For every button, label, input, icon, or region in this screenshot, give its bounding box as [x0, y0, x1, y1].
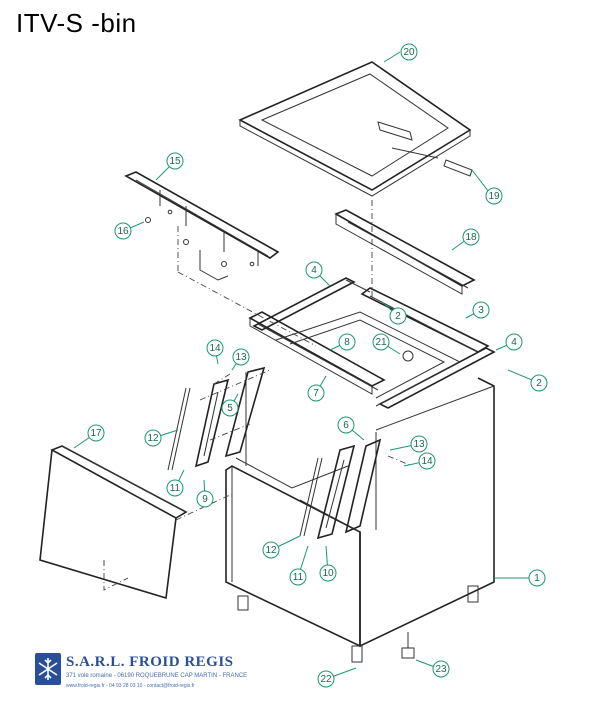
- part-drain: [401, 632, 415, 659]
- callout-5: 5: [221, 399, 239, 417]
- callout-label: 12: [147, 433, 159, 444]
- part-hinge-right: [299, 438, 382, 540]
- part-front-rail: [334, 209, 476, 295]
- callout-label: 17: [90, 428, 102, 439]
- callout-1: 1: [528, 569, 546, 587]
- callout-label: 12: [265, 545, 277, 556]
- callout-13: 13: [410, 435, 428, 453]
- callout-21: 21: [372, 333, 390, 351]
- snowflake-logo-icon: [35, 653, 61, 685]
- callout-6: 6: [337, 416, 355, 434]
- callout-label: 9: [202, 494, 208, 505]
- callout-label: 15: [169, 156, 181, 167]
- callout-label: 5: [227, 403, 233, 414]
- part-lid: [238, 61, 473, 197]
- part-rear-bracket: [124, 171, 280, 281]
- callout-label: 10: [322, 568, 334, 579]
- callout-label: 14: [209, 343, 221, 354]
- company-contact: www.froid-regis.fr - 04 93 28 03 10 - co…: [66, 683, 195, 689]
- callout-12: 12: [144, 429, 162, 447]
- part-cabinet: [225, 311, 495, 663]
- callout-17: 17: [87, 424, 105, 442]
- callout-label: 11: [170, 483, 181, 494]
- callout-8: 8: [338, 333, 356, 351]
- callout-label: 22: [320, 674, 332, 685]
- callout-label: 13: [235, 352, 247, 363]
- callout-label: 11: [293, 572, 304, 583]
- part-hinge-left: [167, 366, 266, 471]
- callout-7: 7: [307, 384, 325, 402]
- callout-22: 22: [317, 670, 335, 688]
- callout-11: 11: [166, 479, 184, 497]
- callout-3: 3: [472, 301, 490, 319]
- callout-12: 12: [262, 541, 280, 559]
- callout-label: 7: [313, 388, 319, 399]
- callout-label: 19: [488, 191, 500, 202]
- part-door-panel: [39, 445, 188, 600]
- callout-label: 18: [465, 232, 477, 243]
- drawing-title: ITV-S -bin: [16, 8, 137, 38]
- callout-label: 6: [343, 420, 349, 431]
- company-name: S.A.R.L. FROID REGIS: [66, 654, 234, 670]
- callout-label: 4: [511, 337, 517, 348]
- company-address: 371 voie romaine - 06190 ROQUEBRUNE CAP …: [66, 673, 248, 679]
- callout-16: 16: [114, 222, 132, 240]
- callout-label: 2: [395, 311, 401, 322]
- callout-2: 2: [389, 307, 407, 325]
- callout-4: 4: [305, 261, 323, 279]
- callout-2: 2: [530, 374, 548, 392]
- callout-label: 2: [536, 378, 542, 389]
- callout-label: 20: [403, 47, 415, 58]
- callout-11: 11: [289, 568, 307, 586]
- callout-label: 14: [421, 456, 433, 467]
- part-crossbar: [248, 311, 386, 395]
- callout-10: 10: [319, 564, 337, 582]
- callout-label: 21: [375, 337, 387, 348]
- callout-label: 4: [311, 265, 317, 276]
- callout-19: 19: [485, 187, 503, 205]
- callout-9: 9: [196, 490, 214, 508]
- callout-14: 14: [418, 452, 436, 470]
- callout-label: 8: [344, 337, 350, 348]
- callout-13: 13: [232, 348, 250, 366]
- callout-18: 18: [462, 228, 480, 246]
- callout-label: 1: [534, 573, 540, 584]
- callout-20: 20: [400, 43, 418, 61]
- callout-label: 23: [435, 664, 447, 675]
- callout-4: 4: [505, 333, 523, 351]
- assembly-lines: [103, 200, 413, 591]
- callout-label: 13: [413, 439, 425, 450]
- callout-14: 14: [206, 339, 224, 357]
- callout-15: 15: [166, 152, 184, 170]
- callout-23: 23: [432, 660, 450, 678]
- callout-label: 3: [478, 305, 484, 316]
- callout-label: 16: [117, 226, 129, 237]
